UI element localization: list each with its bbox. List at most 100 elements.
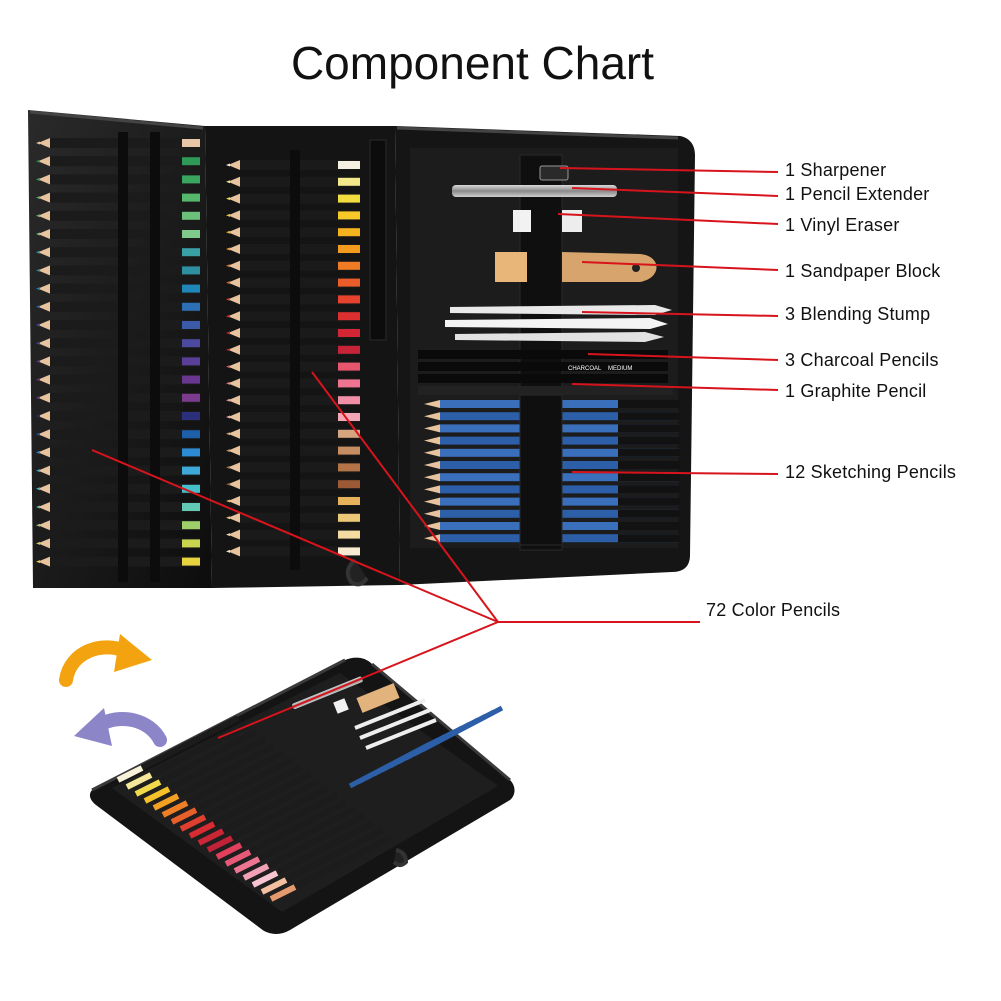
left-pencil-cap xyxy=(182,539,200,548)
small-sandpaper xyxy=(356,683,400,713)
case-zipper xyxy=(29,110,679,140)
blending-stump-3 xyxy=(455,332,664,342)
rotate-arrow-orange-head xyxy=(114,634,152,672)
mid-pencil-lead xyxy=(226,533,230,537)
left-pencil-cap xyxy=(182,430,200,439)
mid-pencil-cap xyxy=(338,480,360,489)
charcoal-pencil-1 xyxy=(418,350,668,359)
sketch-pencil-end xyxy=(618,485,680,494)
left-pencil-tip xyxy=(38,447,50,458)
left-pencil-cap xyxy=(182,284,200,293)
left-pencil-lead xyxy=(36,396,40,400)
small-color-pencil-cap xyxy=(179,814,207,832)
left-pencil-lead xyxy=(36,177,40,181)
sketch-pencil-tip xyxy=(424,448,440,457)
sketch-pencil-tip xyxy=(424,400,440,408)
left-pencil-cap xyxy=(182,484,200,493)
left-pencil-tip xyxy=(38,247,50,258)
left-pencil-lead xyxy=(36,287,40,291)
sharpener xyxy=(539,165,569,181)
left-pencil-tip xyxy=(38,283,50,294)
leader-color-3 xyxy=(217,621,499,739)
mid-pencil-cap xyxy=(338,362,360,371)
mid-pencil-cap xyxy=(338,379,360,388)
mid-pencil-cap xyxy=(338,429,360,438)
leader-lines xyxy=(91,167,779,739)
vinyl-eraser xyxy=(513,210,531,232)
small-eraser xyxy=(333,698,349,714)
mid-pencil-tip xyxy=(228,176,240,187)
mid-pencil-lead xyxy=(226,415,230,419)
small-color-pencil-cap xyxy=(161,800,189,818)
mid-pencil-lead xyxy=(226,180,230,184)
left-pencil-cap xyxy=(182,357,200,366)
mid-pencil-cap xyxy=(338,463,360,472)
left-pencil-tip xyxy=(38,483,50,494)
blending-stump-2 xyxy=(445,318,668,329)
sketch-pencil-tip xyxy=(424,473,440,482)
left-pencil-cap xyxy=(182,211,200,220)
case-pen-loop xyxy=(369,139,387,341)
small-color-pencil-cap xyxy=(206,835,234,853)
left-pencil-lead xyxy=(36,541,40,545)
mid-pencil-lead xyxy=(226,482,230,486)
left-pencil-cap xyxy=(182,266,200,275)
mid-pencil-lead xyxy=(226,230,230,234)
mid-pencil-tip xyxy=(228,260,240,271)
left-pencil-cap xyxy=(182,557,200,566)
left-pencil-tip xyxy=(38,320,50,330)
mid-pencil-lead xyxy=(226,516,230,520)
mid-pencil-cap xyxy=(338,413,360,421)
mid-pencil-tip xyxy=(228,445,240,456)
sketch-pencil-end xyxy=(618,424,680,433)
mid-pencil-tip xyxy=(228,227,240,238)
sketch-pencil-end xyxy=(618,534,680,543)
mid-pencil-lead xyxy=(226,365,230,369)
sketch-pencil-end xyxy=(618,522,680,530)
left-pencil-lead xyxy=(36,214,40,218)
left-pencil-lead xyxy=(36,305,40,309)
left-pencil-cap xyxy=(182,521,200,530)
sketch-pencil-end xyxy=(618,497,680,506)
small-color-pencil-cap xyxy=(233,856,261,874)
mid-pencil-cap xyxy=(338,345,360,354)
left-pencil-lead xyxy=(36,232,40,236)
mid-pencil-cap xyxy=(338,513,360,522)
small-stumps xyxy=(354,698,437,750)
small-color-pencil-cap xyxy=(251,870,279,888)
mid-pencil-cap xyxy=(338,228,360,237)
mid-pencil-cap xyxy=(338,497,360,505)
left-pencil-tip xyxy=(38,301,50,312)
mid-pencil-lead xyxy=(226,449,230,453)
mid-pencil-cap xyxy=(338,329,360,337)
mid-pencil-cap xyxy=(338,530,360,539)
label-blending-stump: 3 Blending Stump xyxy=(785,304,931,324)
left-color-pencils xyxy=(36,132,200,582)
leader-sandpaper-block xyxy=(581,261,779,271)
mid-pencil-lead xyxy=(226,331,230,335)
small-color-pencil-cap xyxy=(170,807,198,825)
mid-pencil-tip xyxy=(228,277,240,288)
label-vinyl-eraser: 1 Vinyl Eraser xyxy=(785,215,900,235)
left-pencil-lead xyxy=(36,250,40,254)
mid-pencil-cap xyxy=(338,295,360,304)
mid-pencil-lead xyxy=(226,163,230,167)
left-pencil-lead xyxy=(36,268,40,272)
label-sandpaper-block: 1 Sandpaper Block xyxy=(785,261,941,281)
charcoal-mark-2: MEDIUM xyxy=(608,366,632,372)
sketch-pencil-end xyxy=(618,412,680,421)
left-pencil-lead xyxy=(36,560,40,564)
mid-pencil-tip xyxy=(228,193,240,204)
label-graphite-pencil: 1 Graphite Pencil xyxy=(785,381,927,401)
mid-pencil-tip xyxy=(228,344,240,355)
page-title: Component Chart xyxy=(290,37,655,89)
sketch-pencil-tip xyxy=(424,522,440,530)
left-pencil-cap xyxy=(182,302,200,311)
mid-pencil-tip xyxy=(228,378,240,389)
mid-pencil-lead xyxy=(226,381,230,385)
left-pencil-tip xyxy=(38,374,50,385)
mid-pencil-cap xyxy=(338,261,360,270)
left-pencil-tip xyxy=(38,265,50,276)
left-pencil-tip xyxy=(38,138,50,148)
left-pencil-tip xyxy=(38,174,50,185)
